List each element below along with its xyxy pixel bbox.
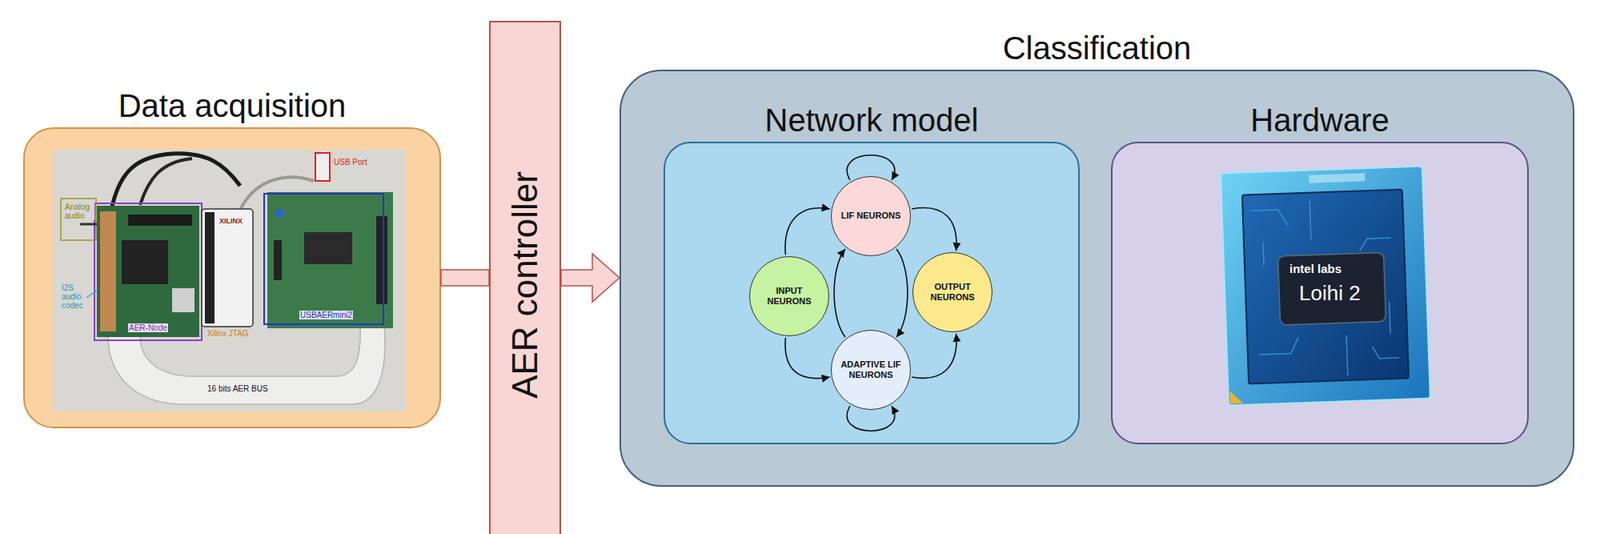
pcb-strip	[100, 211, 117, 332]
connector	[834, 248, 846, 337]
jtag-device	[201, 208, 253, 327]
connector	[846, 155, 899, 181]
arrowhead	[821, 203, 831, 212]
component	[276, 209, 284, 217]
neuron-circle: INPUT NEURONS	[749, 256, 830, 337]
arrowhead	[891, 171, 899, 181]
connector	[273, 240, 282, 281]
connector-line	[911, 208, 957, 252]
connector	[785, 203, 831, 255]
panel-title: Data acquisition	[118, 87, 347, 125]
panel-title: Network model	[765, 101, 979, 139]
photo-label: 16 bits AER BUS	[206, 384, 269, 393]
arrowhead	[821, 374, 831, 383]
connector-line	[785, 208, 831, 255]
chip-marking	[1308, 172, 1365, 183]
hardware-photo	[52, 149, 406, 412]
flow-arrow	[441, 269, 490, 286]
photo-label: Analog audio	[64, 202, 95, 221]
connector-line	[785, 337, 831, 379]
chip-plate	[1278, 252, 1387, 325]
arrowhead	[837, 248, 846, 258]
connector	[785, 337, 831, 383]
cable	[112, 153, 241, 207]
neuron-circle: LIF NEURONS	[830, 176, 911, 257]
component	[172, 288, 195, 313]
arrowhead	[952, 242, 961, 251]
model-panel: Network modelLIF NEURONSINPUT NEURONSOUT…	[663, 141, 1080, 445]
photo-label: USB Port	[332, 157, 369, 167]
arrowhead	[891, 405, 899, 415]
photo-label: I2S audio codec	[60, 283, 87, 310]
connector	[911, 208, 961, 252]
connector	[128, 214, 193, 226]
flow-arrow-shape	[561, 253, 620, 302]
flow-arrow	[561, 253, 620, 302]
connector-line	[846, 155, 895, 181]
photo-label: Xilinx JTAG	[206, 328, 250, 338]
neuron-label: ADAPTIVE LIF NEURONS	[838, 359, 903, 381]
leader-line	[86, 289, 98, 298]
controller-band: AER controller	[489, 20, 562, 534]
pin-marker	[1229, 390, 1244, 405]
connector-line	[911, 333, 957, 379]
panel-title: Hardware	[1250, 101, 1389, 139]
connector	[846, 405, 899, 431]
panel-title: Classification	[1002, 29, 1192, 67]
highlight-box	[60, 198, 97, 241]
highlight-box	[264, 193, 384, 325]
flow-arrow-shape	[441, 269, 490, 286]
connector-line	[896, 248, 908, 337]
photo-label: USBAERmini2	[299, 310, 353, 320]
chip-traces	[1250, 197, 1400, 379]
chip	[304, 232, 353, 265]
connector-line	[834, 248, 846, 337]
audio-jack	[80, 223, 97, 226]
pcb-board	[267, 192, 393, 329]
connector-line	[846, 405, 895, 431]
neuron-circle: ADAPTIVE LIF NEURONS	[830, 329, 911, 410]
neuron-label: LIF NEURONS	[841, 210, 902, 221]
chip-label: intel labs	[1288, 262, 1343, 277]
connector	[376, 216, 388, 305]
jtag-band	[204, 212, 215, 324]
arrowhead	[896, 328, 905, 337]
connector	[896, 248, 908, 337]
pcb-board	[96, 205, 200, 337]
neuron-label: OUTPUT NEURONS	[920, 281, 985, 303]
photo-ground	[52, 149, 406, 412]
photo-label: XILINX	[218, 217, 244, 226]
connector	[911, 333, 961, 379]
neuron-circle: OUTPUT NEURONS	[912, 252, 993, 333]
usb-port	[315, 152, 330, 181]
cable	[140, 158, 193, 205]
photo-label: AER-Node	[128, 323, 169, 333]
highlight-box	[94, 203, 202, 341]
loihi-chip	[1220, 166, 1431, 406]
chip-substrate	[1220, 166, 1431, 406]
group-panel: ClassificationNetwork modelLIF NEURONSIN…	[619, 69, 1575, 487]
chip-label: Loihi 2	[1298, 281, 1362, 305]
arrowhead	[952, 333, 961, 342]
chip-die	[1242, 189, 1409, 385]
chip	[121, 240, 169, 285]
band-label: AER controller	[505, 171, 545, 399]
neuron-label: INPUT NEURONS	[757, 285, 822, 307]
